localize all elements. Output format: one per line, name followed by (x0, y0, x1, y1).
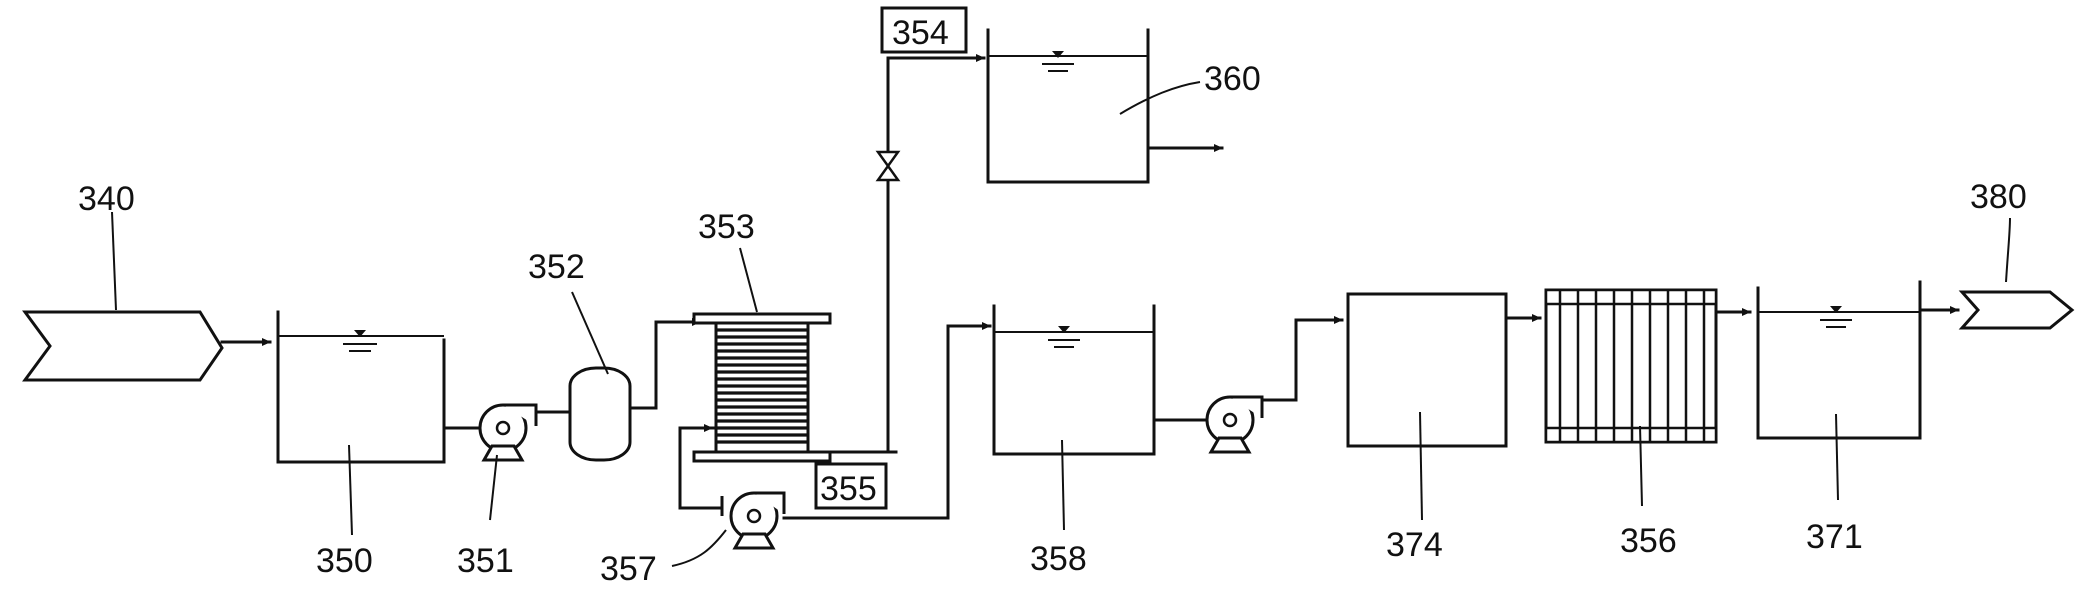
pipe-stack-360 (828, 54, 986, 454)
pipe-pump-374 (1260, 316, 1344, 402)
tank-350 (276, 310, 446, 464)
label-357: 357 (600, 550, 657, 588)
label-354: 354 (892, 14, 949, 52)
label-380: 380 (1970, 178, 2027, 216)
leader-380 (2005, 217, 2011, 283)
leader-340 (111, 211, 117, 311)
pump-unlabeled (1205, 395, 1264, 454)
label-356: 356 (1620, 522, 1677, 560)
leader-352 (571, 291, 609, 375)
membrane-356 (1544, 288, 1718, 444)
pump-357 (720, 491, 786, 550)
label-358: 358 (1030, 540, 1087, 578)
unit-374 (1346, 292, 1508, 448)
pump-351 (478, 403, 538, 462)
label-371: 371 (1806, 518, 1863, 556)
inlet-arrow-340 (22, 310, 224, 382)
tank-360 (986, 28, 1150, 184)
tank-371 (1756, 280, 1922, 440)
leader-350 (348, 444, 353, 536)
label-350: 350 (316, 542, 373, 580)
outlet-arrow-380 (1958, 290, 2075, 330)
label-352: 352 (528, 248, 585, 286)
label-351: 351 (457, 542, 514, 580)
vessel-352 (568, 366, 632, 462)
tank-358 (992, 304, 1156, 456)
leader-358 (1061, 439, 1065, 531)
box-354: 354 (880, 6, 968, 54)
leader-356 (1639, 425, 1643, 507)
label-374: 374 (1386, 526, 1443, 564)
leader-353 (739, 247, 758, 313)
label-340: 340 (78, 180, 135, 218)
pipe-recirc-357 (678, 426, 722, 510)
leader-374 (1419, 411, 1423, 521)
label-353: 353 (698, 208, 755, 246)
box-355: 355 (814, 462, 888, 510)
label-360: 360 (1204, 60, 1261, 98)
label-355: 355 (820, 470, 877, 508)
leader-360 (1119, 81, 1201, 115)
pipe-352-353 (628, 318, 702, 410)
stack-353 (692, 312, 832, 463)
pipe-357-358 (782, 322, 992, 520)
leader-371 (1835, 413, 1839, 501)
leader-351 (489, 454, 498, 521)
leader-357 (671, 529, 727, 567)
valve-icon (875, 150, 901, 182)
